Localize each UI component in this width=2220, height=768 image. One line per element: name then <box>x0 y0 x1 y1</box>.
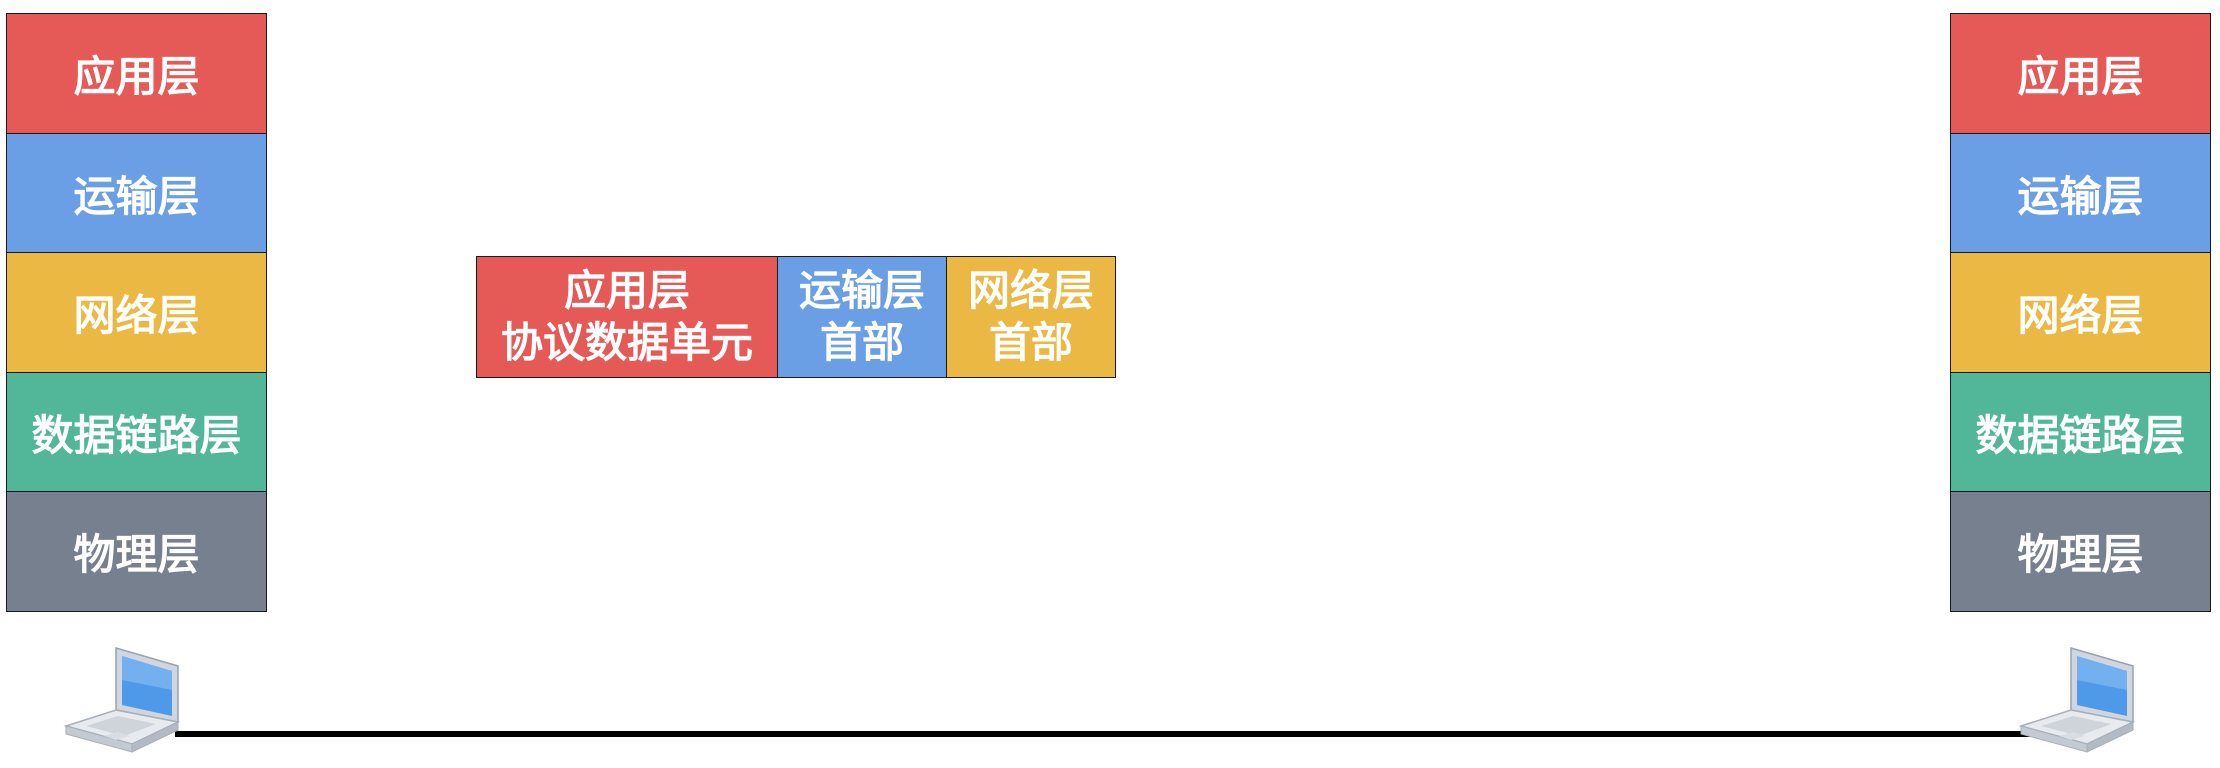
left-physical-layer: 物理层 <box>6 491 267 612</box>
right-transport-layer: 运输层 <box>1950 132 2211 254</box>
right-protocol-stack: 应用层 运输层 网络层 数据链路层 物理层 <box>1950 13 2211 612</box>
left-transport-layer: 运输层 <box>6 132 267 254</box>
right-physical-layer: 物理层 <box>1950 491 2211 612</box>
right-host <box>2015 640 2145 764</box>
network-header-line2: 首部 <box>988 318 1073 367</box>
right-data-link-layer: 数据链路层 <box>1950 371 2211 493</box>
transport-header-line2: 首部 <box>819 318 904 367</box>
right-application-layer: 应用层 <box>1950 13 2211 134</box>
left-application-layer: 应用层 <box>6 13 267 134</box>
physical-link-line <box>175 731 2045 737</box>
network-packet: 应用层 协议数据单元 运输层 首部 网络层 首部 <box>476 256 1116 378</box>
transport-header-segment: 运输层 首部 <box>776 256 948 378</box>
laptop-icon <box>2018 647 2136 753</box>
laptop-icon <box>63 647 181 753</box>
network-header-line1: 网络层 <box>967 266 1094 315</box>
application-pdu-line1: 应用层 <box>563 266 690 315</box>
left-network-layer: 网络层 <box>6 252 267 373</box>
transport-header-line1: 运输层 <box>798 266 925 315</box>
right-network-layer: 网络层 <box>1950 252 2211 373</box>
application-pdu-segment: 应用层 协议数据单元 <box>476 256 778 378</box>
left-host <box>60 640 190 764</box>
left-protocol-stack: 应用层 运输层 网络层 数据链路层 物理层 <box>6 13 267 612</box>
network-header-segment: 网络层 首部 <box>946 256 1116 378</box>
left-data-link-layer: 数据链路层 <box>6 371 267 493</box>
application-pdu-line2: 协议数据单元 <box>500 318 753 367</box>
